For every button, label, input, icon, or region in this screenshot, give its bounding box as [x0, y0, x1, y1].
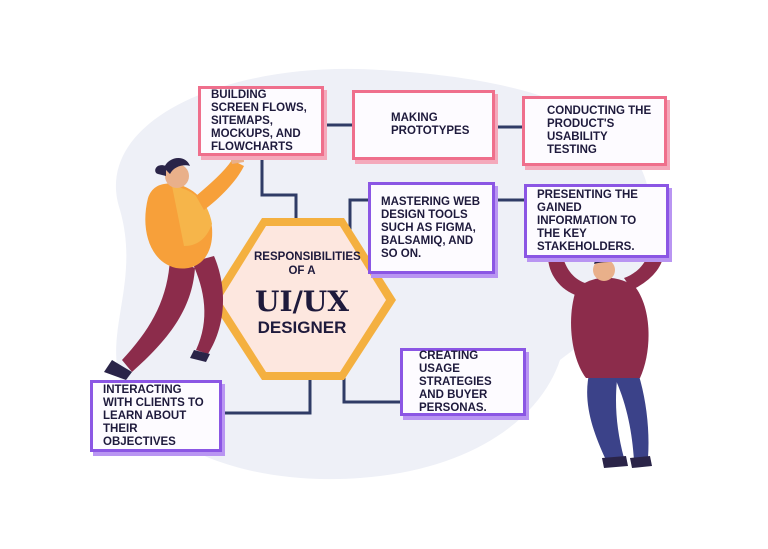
box-usage-strategies: CREATING USAGE STRATEGIES AND BUYER PERS… [400, 348, 526, 416]
box-usability-testing-text: CONDUCTING THE PRODUCT'S USABILITY TESTI… [547, 105, 652, 156]
box-interacting-with-clients-text: INTERACTING WITH CLIENTS TO LEARN ABOUT … [103, 383, 204, 448]
box-building-screen-flows-text: BUILDING SCREEN FLOWS, SITEMAPS, MOCKUPS… [211, 88, 307, 153]
box-presenting-information-text: PRESENTING THE GAINED INFORMATION TO THE… [537, 188, 638, 253]
box-making-prototypes: MAKING PROTOTYPES [352, 90, 495, 160]
center-subtitle: RESPONSIBILITIES OF A [254, 251, 361, 277]
box-mastering-web-design-tools: MASTERING WEB DESIGN TOOLS SUCH AS FIGMA… [368, 182, 495, 274]
box-usage-strategies-text: CREATING USAGE STRATEGIES AND BUYER PERS… [419, 349, 492, 414]
center-title-suffix: DESIGNER [257, 318, 347, 337]
box-usability-testing: CONDUCTING THE PRODUCT'S USABILITY TESTI… [522, 96, 667, 166]
box-interacting-with-clients: INTERACTING WITH CLIENTS TO LEARN ABOUT … [90, 380, 222, 452]
box-building-screen-flows: BUILDING SCREEN FLOWS, SITEMAPS, MOCKUPS… [198, 86, 324, 156]
connector-lines [220, 123, 529, 415]
center-title: RESPONSIBILITIES OF A UI/UX DESIGNER [232, 250, 372, 338]
center-main-title: UI/UX [255, 285, 349, 318]
box-making-prototypes-text: MAKING PROTOTYPES [391, 112, 470, 137]
box-presenting-information: PRESENTING THE GAINED INFORMATION TO THE… [524, 184, 669, 258]
box-mastering-web-design-tools-text: MASTERING WEB DESIGN TOOLS SUCH AS FIGMA… [381, 195, 481, 260]
